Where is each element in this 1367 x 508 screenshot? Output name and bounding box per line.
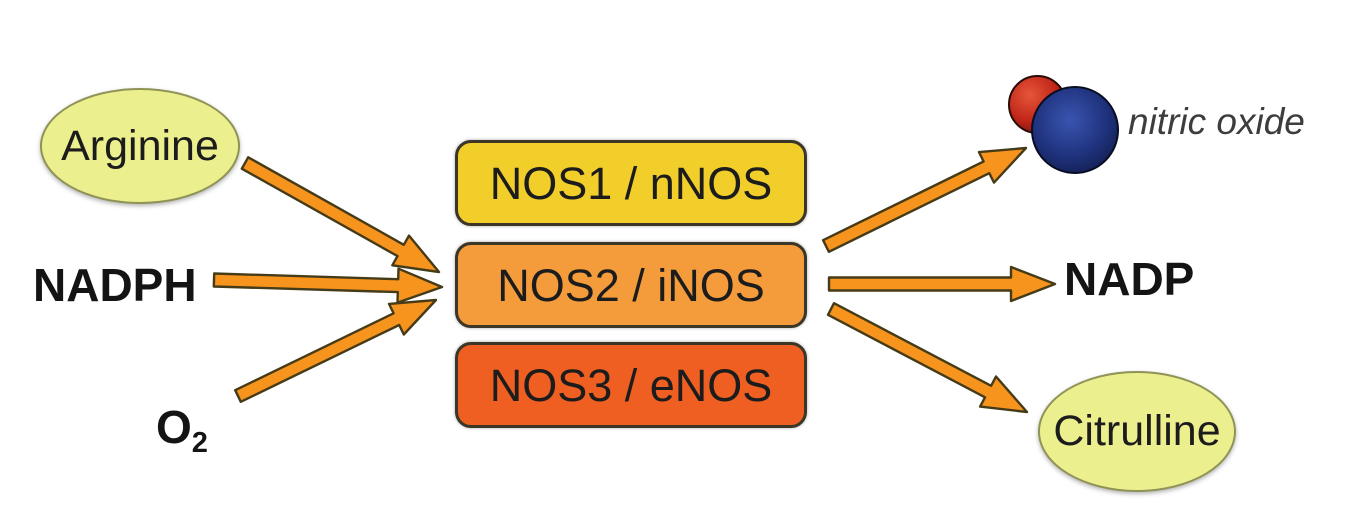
product-nadp-label: NADP [1064,253,1195,305]
enzyme-box-nos2-inos: NOS2 / iNOS [455,242,807,328]
o2-subscript: 2 [191,427,208,459]
reaction-arrow [821,146,1028,254]
o2-symbol: O [156,401,192,453]
citrulline-label: Citrulline [1053,407,1221,455]
enzyme-box-nos1-nnos: NOS1 / nNOS [455,140,807,226]
substrate-o2-label: O2 [156,401,208,458]
reaction-arrow [240,156,441,274]
substrate-arginine-ellipse: Arginine [40,88,240,204]
reaction-arrow [212,267,444,304]
no-molecule-nitrogen-sphere [1031,86,1119,174]
reaction-arrow [826,302,1029,414]
product-citrulline-ellipse: Citrulline [1038,371,1236,492]
product-nitric-oxide-label: nitric oxide [1128,101,1305,142]
substrate-nadph-label: NADPH [33,259,197,311]
enzyme-box-nos3-enos: NOS3 / eNOS [455,342,807,428]
arginine-label: Arginine [61,121,219,170]
reaction-arrow [827,265,1057,303]
reaction-arrow [233,298,438,403]
